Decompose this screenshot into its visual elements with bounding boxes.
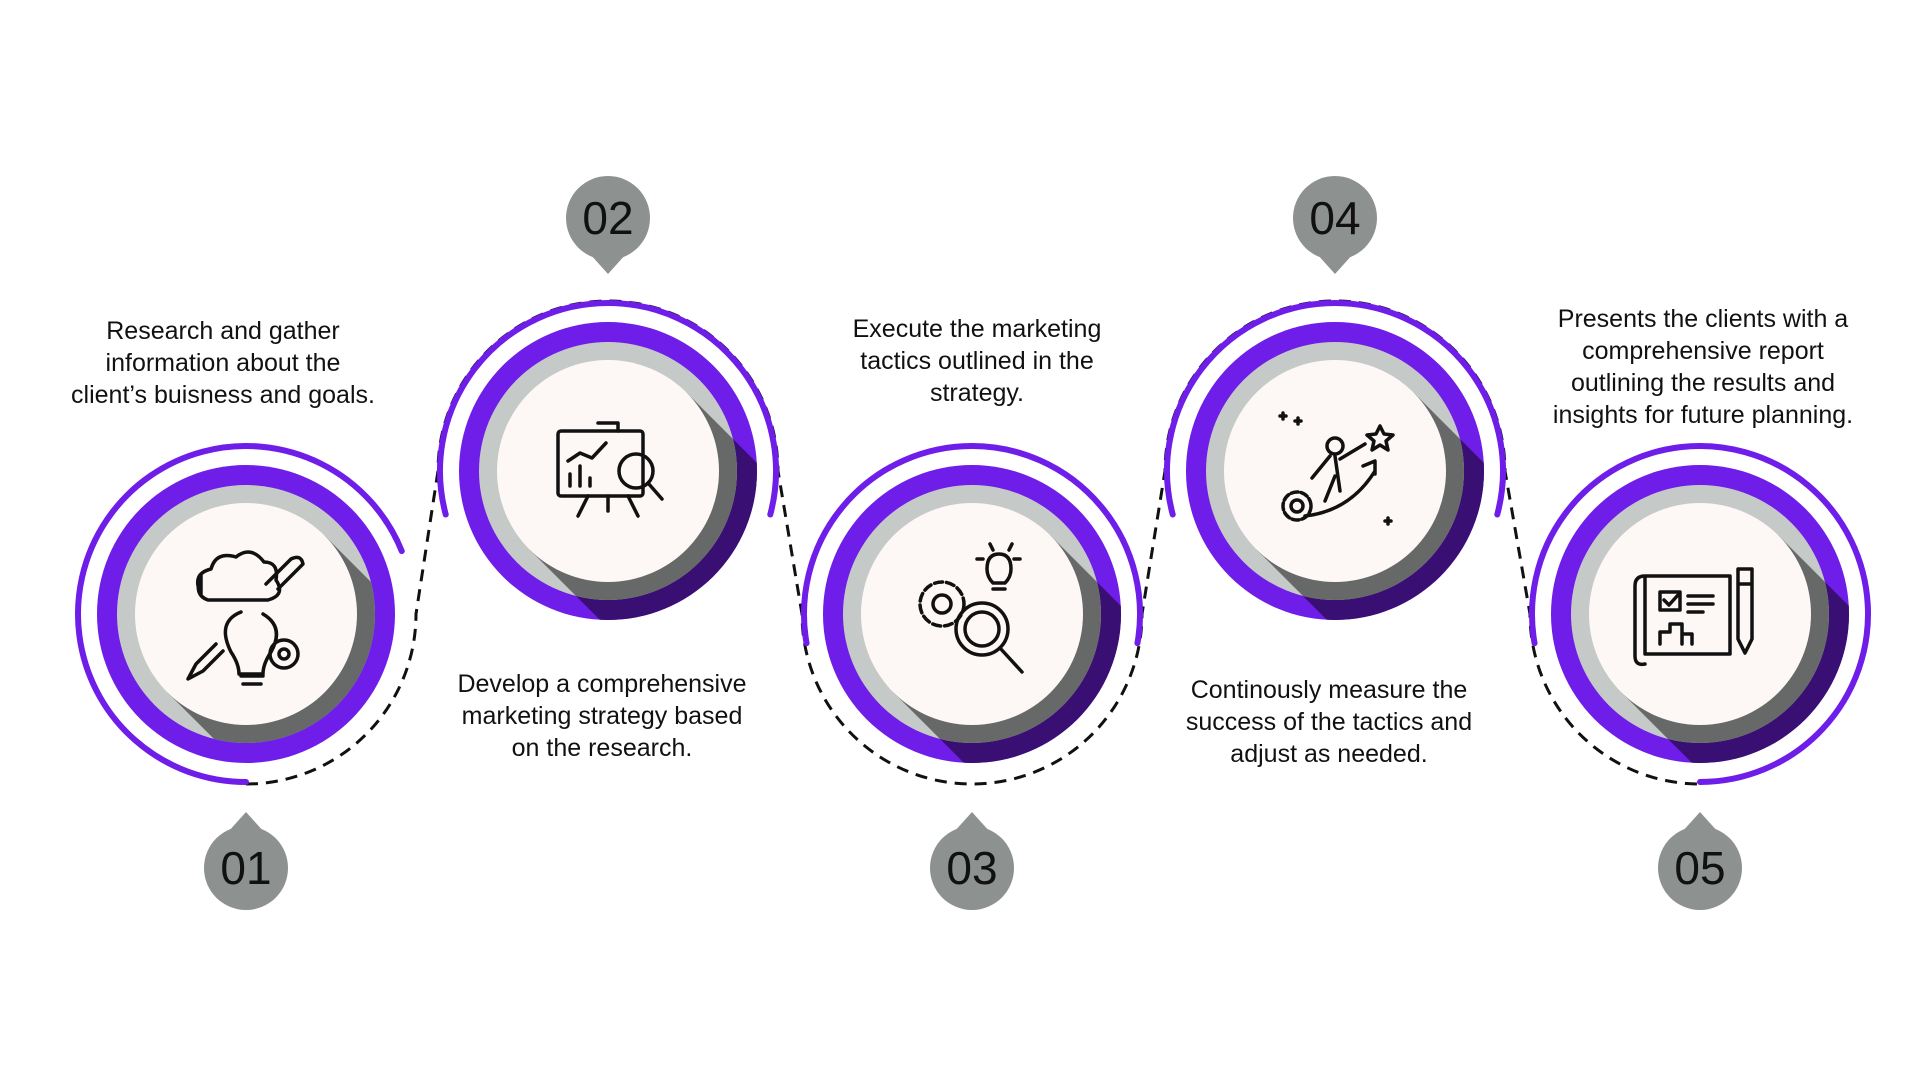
step-4-description: Continously measure the success of the t… <box>1185 676 1473 768</box>
step-1-outer-arc <box>75 443 405 785</box>
step-3-description: Execute the marketing tactics outlined i… <box>852 315 1102 407</box>
blueprint-report-pencil-icon <box>1633 567 1754 667</box>
step-1-description: Research and gather information about th… <box>71 317 375 409</box>
badge-circle <box>1293 176 1377 260</box>
center-disc <box>497 360 719 582</box>
step-1-number-badge: 01 <box>204 812 288 910</box>
step-2-outer-arc <box>437 300 779 518</box>
brainstorm-bulb-pencil-gear-icon <box>186 550 305 686</box>
badge-circle <box>930 826 1014 910</box>
step-3-number: 03 <box>946 842 997 894</box>
center-disc <box>1589 503 1811 725</box>
step-5-outer-arc <box>1529 443 1871 785</box>
badge-circle <box>204 826 288 910</box>
step-2-number-badge: 02 <box>566 176 650 274</box>
step-4-outer-arc <box>1164 300 1506 518</box>
step-1-circle <box>97 465 395 763</box>
step-3-outer-arc <box>801 443 1143 647</box>
badge-circle <box>1658 826 1742 910</box>
step-5-number-badge: 05 <box>1658 812 1742 910</box>
step-4-number-badge: 04 <box>1293 176 1377 274</box>
step-4-number: 04 <box>1309 192 1360 244</box>
badge-circle <box>566 176 650 260</box>
step-1-number: 01 <box>220 842 271 894</box>
center-disc <box>1224 360 1446 582</box>
center-disc <box>135 503 357 725</box>
step-5-number: 05 <box>1674 842 1725 894</box>
presentation-chart-magnifier-icon <box>556 421 664 518</box>
step-5-description: Presents the clients with a comprehensiv… <box>1552 305 1854 429</box>
step-2-number: 02 <box>582 192 633 244</box>
step-3-number-badge: 03 <box>930 812 1014 910</box>
gears-magnifier-bulb-icon <box>918 542 1024 674</box>
person-climbing-arrow-star-icon <box>1278 411 1395 526</box>
step-2-description: Develop a comprehensive marketing strate… <box>457 670 747 762</box>
